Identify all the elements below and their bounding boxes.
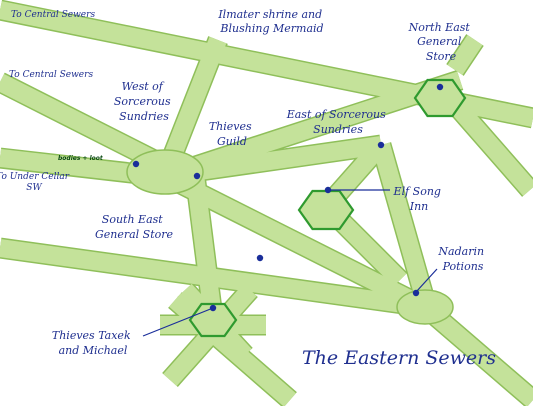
tunnel-se-diag xyxy=(160,167,430,316)
tunnel-se-right xyxy=(419,300,533,406)
elf-song-label: Elf Song Inn xyxy=(393,185,445,213)
exit-central-mid-label: To Central Sewers xyxy=(9,70,93,80)
tunnel-ne-stub xyxy=(447,35,483,75)
tunnel-east-down xyxy=(372,142,434,303)
hex-rooms xyxy=(188,78,467,338)
taxek-label: Thieves Taxek and Michael xyxy=(52,329,134,357)
thieves-guild-label: Thieves Guild xyxy=(209,120,255,148)
marker-thieves-guild[interactable] xyxy=(193,172,201,180)
bodies-loot-label: bodies + loot xyxy=(58,155,104,162)
marker-se-store[interactable] xyxy=(256,254,264,262)
ilmater-label: Ilmater shrine and Blushing Mermaid xyxy=(217,8,325,35)
ne-store-label: North East General Store xyxy=(408,21,474,63)
marker-elf-song[interactable] xyxy=(324,186,332,194)
marker-east-sorcerous[interactable] xyxy=(377,141,385,149)
exit-under-cellar-label: To Under Cellar SW xyxy=(0,172,72,193)
east-sorcerous-label: East of Sorcerous Sundries xyxy=(286,108,390,136)
label-leader-lines xyxy=(142,189,438,337)
tunnel-diag-ne xyxy=(162,71,463,185)
map-labels: To Central Sewers To Central Sewers To U… xyxy=(0,8,496,369)
marker-west-sorcerous[interactable] xyxy=(132,160,140,168)
taxek-leader xyxy=(142,307,214,337)
nadarin-label: Nadarin Potions xyxy=(437,245,487,273)
se-store-label: South East General Store xyxy=(95,213,174,241)
marker-nadarin[interactable] xyxy=(412,289,420,297)
exit-central-top-label: To Central Sewers xyxy=(11,10,95,20)
junction-areas xyxy=(126,149,454,325)
hex-room-elf-song xyxy=(297,189,355,231)
west-junction-blob xyxy=(126,149,204,195)
nadarin-leader xyxy=(415,268,438,293)
west-sorcerous-label: West of Sorcerous Sundries xyxy=(114,80,174,123)
tunnel-central-mid xyxy=(0,73,175,177)
marker-ne-store[interactable] xyxy=(436,83,444,91)
location-markers xyxy=(132,83,444,312)
marker-taxek[interactable] xyxy=(209,304,217,312)
nadarin-junction-blob xyxy=(396,289,454,325)
tunnel-thieves-room xyxy=(186,173,223,327)
map-title: The Eastern Sewers xyxy=(302,347,496,369)
hex-room-ne-store xyxy=(413,78,467,118)
